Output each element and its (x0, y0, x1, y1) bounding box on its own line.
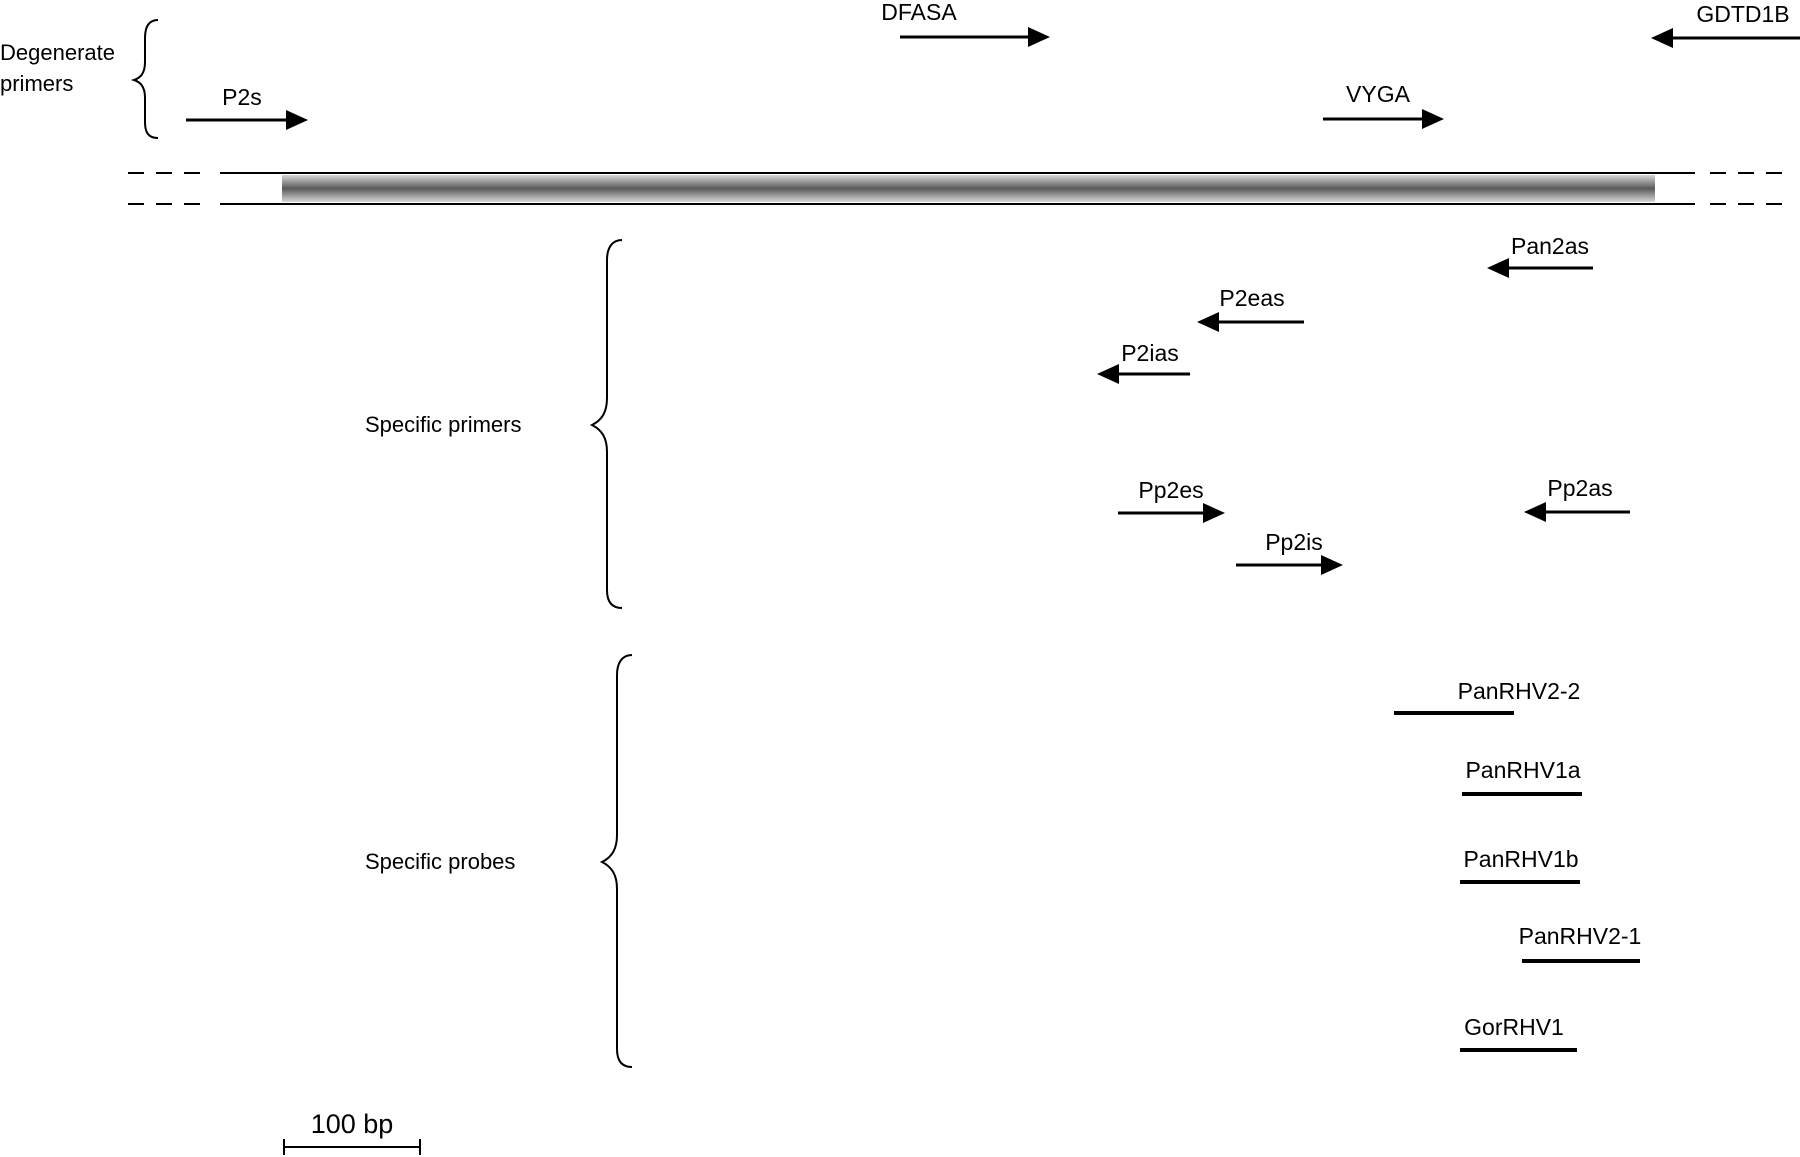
primer-arrow-pan2as (1487, 258, 1593, 278)
sequence-band (282, 175, 1655, 202)
primer-arrow-pp2is (1236, 555, 1343, 575)
probe-label-gorrhv1: GorRHV1 (1464, 1014, 1564, 1040)
primer-label-p2eas: P2eas (1219, 285, 1284, 311)
specific-primers-brace (589, 239, 623, 609)
degenerate-primers-brace (130, 19, 159, 139)
group-label-degenerate-primers: Degenerate primers (0, 40, 121, 96)
scale-bar (283, 1139, 421, 1155)
probe-label-panrhv1b: PanRHV1b (1463, 846, 1578, 872)
group-label-specific-probes: Specific probes (365, 849, 515, 874)
primer-label-pp2as: Pp2as (1547, 475, 1612, 501)
primer-arrow-gdtd1b (1651, 28, 1800, 48)
probe-label-panrhv2-1: PanRHV2-1 (1519, 923, 1642, 949)
primer-arrow-p2eas (1197, 312, 1304, 332)
primer-label-gdtd1b: GDTD1B (1696, 1, 1789, 27)
group-label-specific-primers: Specific primers (365, 412, 521, 437)
primer-arrow-p2s (186, 110, 308, 130)
primer-arrow-dfasa (900, 27, 1050, 47)
primer-label-dfasa: DFASA (881, 0, 957, 25)
specific-probes-brace (599, 654, 633, 1068)
primer-label-pp2is: Pp2is (1265, 529, 1323, 555)
primer-arrow-pp2as (1524, 502, 1630, 522)
primer-arrow-vyga (1323, 109, 1444, 129)
primer-arrow-pp2es (1118, 503, 1225, 523)
primer-arrow-p2ias (1097, 364, 1190, 384)
primer-label-pan2as: Pan2as (1511, 233, 1589, 259)
primer-label-vyga: VYGA (1346, 81, 1411, 107)
primer-label-p2s: P2s (222, 84, 262, 110)
primer-label-pp2es: Pp2es (1138, 477, 1203, 503)
sequence-map (128, 172, 1790, 205)
scale-bar-label: 100 bp (311, 1109, 394, 1139)
primer-label-p2ias: P2ias (1121, 340, 1179, 366)
probe-label-panrhv2-2: PanRHV2-2 (1458, 678, 1581, 704)
probe-label-panrhv1a: PanRHV1a (1465, 757, 1580, 783)
